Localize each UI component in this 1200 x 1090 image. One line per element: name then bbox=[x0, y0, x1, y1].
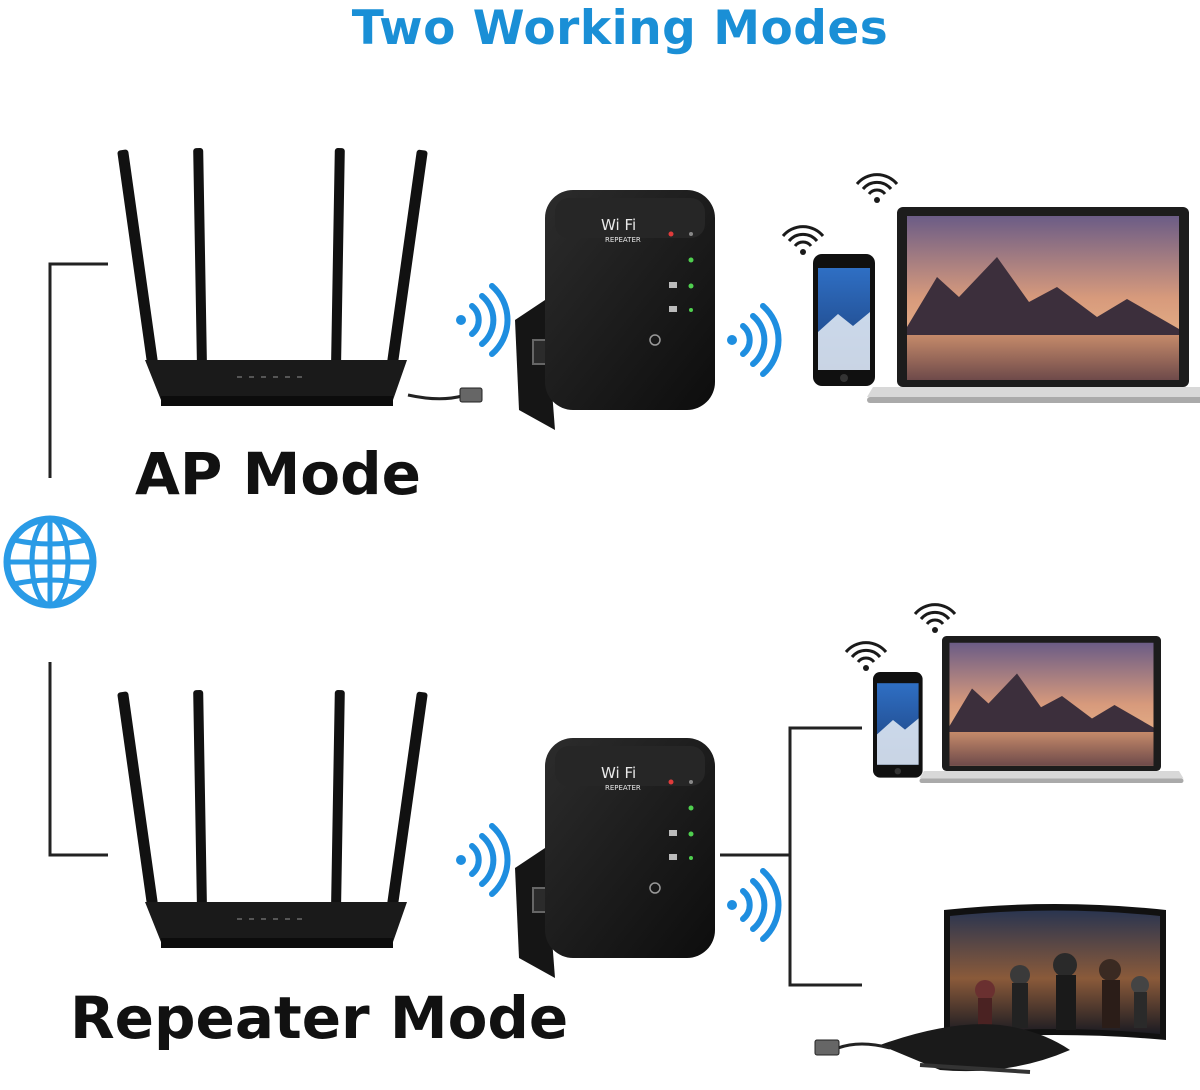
diagram-title: Two Working Modes bbox=[351, 1, 889, 56]
smartphone-icon bbox=[813, 254, 875, 386]
tv-icon bbox=[944, 904, 1166, 1040]
ap-repeater bbox=[514, 189, 716, 431]
repeater-device bbox=[514, 737, 716, 979]
wifi-signal-icon bbox=[913, 603, 957, 635]
wifi-signal-icon bbox=[456, 826, 508, 894]
laptop-icon bbox=[867, 207, 1200, 403]
wifi-signal-icon bbox=[844, 641, 888, 673]
wifi-signal-icon bbox=[727, 871, 779, 939]
ethernet-cable-icon bbox=[407, 387, 483, 403]
globe-icon bbox=[3, 515, 97, 609]
connector-lines bbox=[48, 262, 862, 987]
ap-mode-label: AP Mode bbox=[135, 440, 422, 508]
set-top-box-icon bbox=[880, 1024, 1070, 1074]
repeater-router bbox=[117, 689, 428, 948]
wifi-signal-icon bbox=[456, 286, 508, 354]
ap-router bbox=[117, 147, 428, 407]
laptop-icon bbox=[919, 636, 1184, 783]
wifi-signal-icon bbox=[727, 306, 779, 374]
wifi-signal-icon bbox=[855, 173, 899, 205]
wifi-signal-icon bbox=[781, 225, 825, 257]
smartphone-icon bbox=[873, 672, 923, 778]
ethernet-cable-icon bbox=[814, 1039, 891, 1056]
repeater-mode-label: Repeater Mode bbox=[70, 984, 569, 1052]
